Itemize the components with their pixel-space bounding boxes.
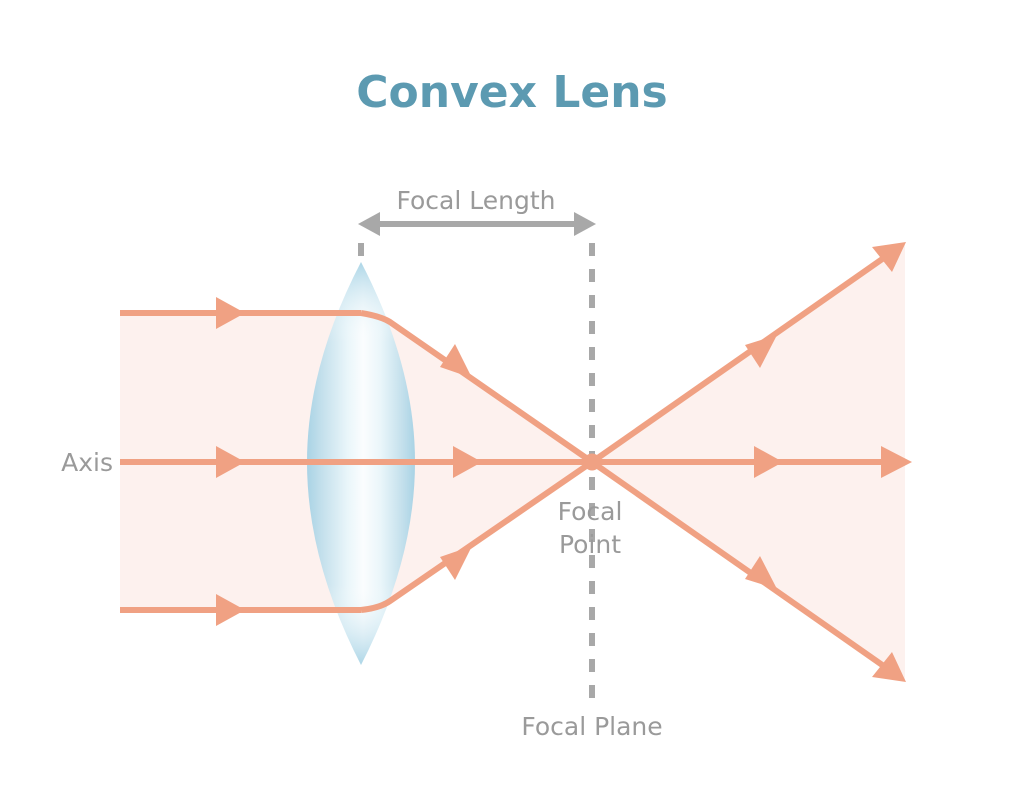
lower-refracted-ray [360, 459, 594, 613]
focal-plane-label: Focal Plane [521, 712, 662, 741]
axial-converging-arrowhead [453, 446, 482, 478]
axial-diverging-arrowhead [754, 446, 783, 478]
axial-ray-end-arrowhead [881, 446, 912, 478]
focal-length-label: Focal Length [397, 186, 556, 215]
upper-diverging-arrowhead [745, 335, 777, 368]
upper-ray-end-arrowhead [872, 242, 906, 272]
focal-point-dot [583, 453, 601, 471]
lower-incoming-arrowhead [216, 594, 245, 626]
lower-ray-end-arrowhead [872, 652, 906, 682]
upper-refracted-ray [360, 310, 594, 465]
upper-diverging-ray [590, 245, 900, 465]
focal-length-dimension: Focal Length [358, 186, 596, 236]
ray-arrowheads [216, 242, 912, 682]
axial-incoming-arrowhead [216, 446, 245, 478]
page-title: Convex Lens [356, 67, 667, 118]
focal-point-label-line1: Focal [558, 497, 623, 526]
upper-converging-arrowhead [440, 344, 472, 378]
focal-length-right-arrowhead [574, 212, 596, 236]
focal-length-left-arrowhead [358, 212, 380, 236]
focal-point-label-line2: Point [559, 530, 621, 559]
upper-incoming-arrowhead [216, 297, 245, 329]
axis-label: Axis [61, 448, 113, 477]
lower-converging-arrowhead [440, 546, 472, 580]
lower-diverging-ray [590, 459, 900, 679]
lower-diverging-arrowhead [745, 556, 777, 589]
